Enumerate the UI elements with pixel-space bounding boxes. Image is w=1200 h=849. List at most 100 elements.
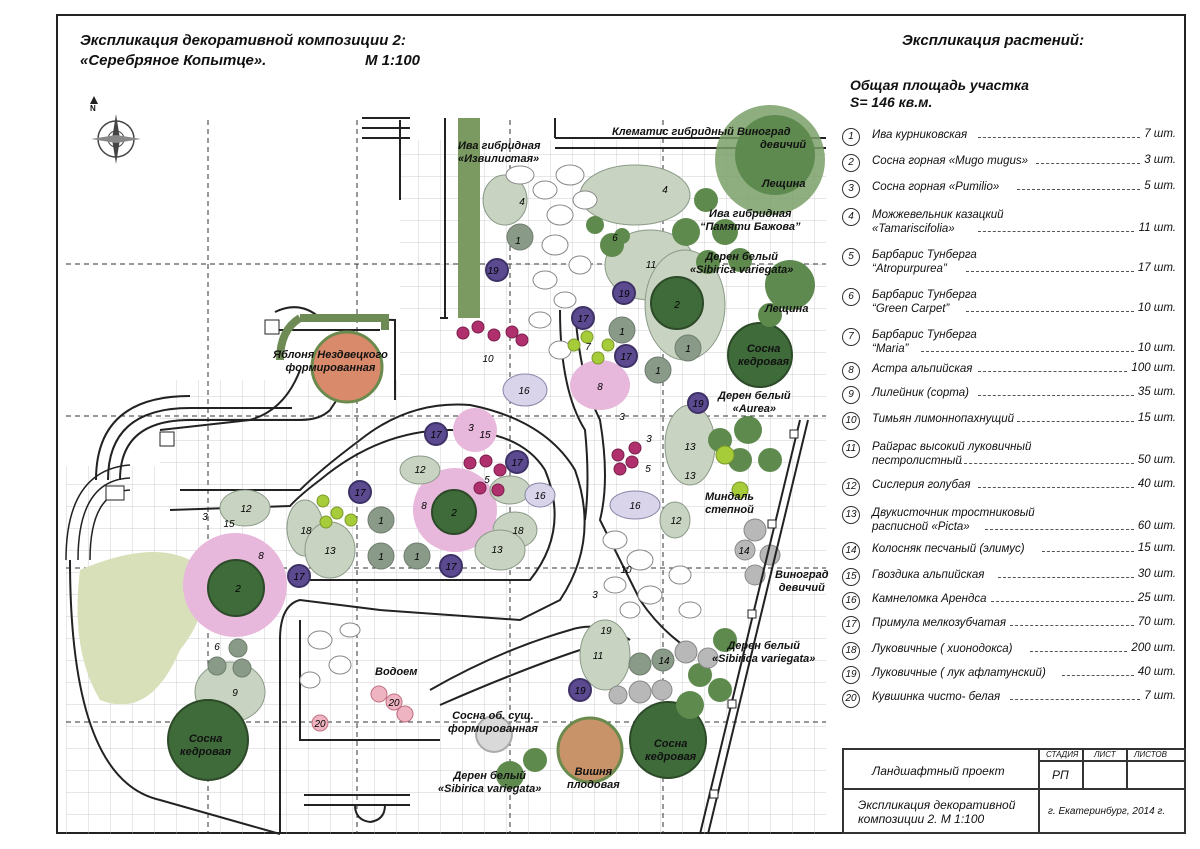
svg-text:1: 1 [378, 552, 384, 563]
legend-item: 3 Сосна горная «Pumilio» 5 шт. [842, 180, 1180, 198]
svg-text:2: 2 [450, 508, 457, 519]
legend-number: 9 [842, 386, 860, 404]
svg-text:6: 6 [612, 233, 618, 244]
legend-count: 7 шт. [1144, 690, 1176, 702]
svg-text:17: 17 [620, 352, 632, 363]
label-pine-cedar-right: Сосна кедровая [738, 343, 790, 368]
legend-plant-name: Барбарис Тунберга “Maria” [872, 329, 977, 355]
svg-text:12: 12 [240, 504, 252, 515]
legend-plant-name: Барбарис Тунберга “Atropurpurea” [872, 249, 977, 275]
legend-number: 19 [842, 666, 860, 684]
label-dogwood-aurea: Дерен белый «Aurea» [718, 390, 791, 415]
svg-text:1: 1 [515, 236, 521, 247]
legend-leader-line [1061, 675, 1134, 676]
legend-leader-line [978, 395, 1134, 396]
legend-leader-line [1016, 421, 1134, 422]
plants-title: Экспликация растений: [902, 32, 1085, 49]
legend-leader-line [1016, 189, 1140, 190]
area-line1: Общая площадь участка [850, 77, 1029, 93]
legend-plant-name: Можжевельник казацкий «Tamariscifolia» [872, 209, 1004, 235]
label-apple: Яблоня Нездвецкого формированная [273, 349, 388, 374]
svg-text:12: 12 [414, 465, 426, 476]
legend-leader-line [978, 231, 1134, 232]
legend-plant-name: Луковичные ( лук афлатунский) [872, 667, 1046, 679]
svg-text:17: 17 [354, 488, 366, 499]
svg-text:13: 13 [491, 545, 503, 556]
legend-count: 35 шт. [1137, 386, 1176, 398]
svg-text:17: 17 [445, 562, 457, 573]
legend-item: 9 Лилейник (сорта) 35 шт. [842, 386, 1180, 404]
label-hazel-mid: Лещина [765, 303, 809, 315]
svg-text:5: 5 [645, 464, 651, 475]
legend-count: 15 шт. [1137, 542, 1176, 554]
legend-leader-line [978, 371, 1128, 372]
svg-text:3: 3 [202, 512, 208, 523]
legend-plant-name: Сосна горная «Mugo mugus» [872, 155, 1029, 167]
label-pine-cedar-bottom: Сосна кедровая [645, 738, 697, 763]
legend-count: 40 шт. [1137, 478, 1176, 490]
legend-leader-line [978, 487, 1134, 488]
svg-text:4: 4 [662, 185, 668, 196]
area-line2: S= 146 кв.м. [850, 94, 933, 110]
compass-rose-icon: N [86, 94, 146, 174]
legend-count: 5 шт. [1144, 180, 1176, 192]
svg-text:3: 3 [619, 412, 625, 423]
svg-text:19: 19 [692, 399, 704, 410]
legend-leader-line [1010, 699, 1140, 700]
legend-plant-name: Сосна горная «Pumilio» [872, 181, 1000, 193]
legend-plant-name: Лилейник (сорта) [872, 387, 969, 399]
svg-text:3: 3 [646, 434, 652, 445]
legend-number: 3 [842, 180, 860, 198]
legend-plant-name: Колосняк песчаный (элимус) [872, 543, 1025, 555]
svg-text:5: 5 [484, 475, 490, 486]
svg-text:8: 8 [421, 501, 427, 512]
legend-plant-name: Сислерия голубая [872, 479, 971, 491]
svg-text:3: 3 [592, 590, 598, 601]
legend-plant-name: Примула мелкозубчатая [872, 617, 1007, 629]
svg-text:13: 13 [684, 471, 696, 482]
label-vine-top: девичий [760, 139, 807, 151]
stamp-sheet-header: ЛИСТ [1094, 750, 1116, 759]
svg-text:1: 1 [619, 327, 625, 338]
svg-text:1: 1 [414, 552, 420, 563]
svg-text:10: 10 [620, 565, 632, 576]
label-clematis: Клематис гибридный Виноград [612, 126, 791, 138]
legend-count: 40 шт. [1137, 666, 1176, 678]
legend-count: 100 шт. [1131, 362, 1176, 374]
legend-plant-name: Камнеломка Арендса [872, 593, 987, 605]
svg-text:3: 3 [468, 423, 474, 434]
svg-text:6: 6 [214, 642, 220, 653]
svg-text:14: 14 [658, 656, 670, 667]
legend-count: 200 шт. [1131, 642, 1176, 654]
svg-text:12: 12 [670, 516, 682, 527]
legend-number: 13 [842, 506, 860, 524]
legend-leader-line [991, 601, 1134, 602]
legend-leader-line [997, 577, 1134, 578]
label-dogwood-top: Дерен белый «Sibirica variegata» [690, 251, 794, 276]
label-almond: Миндаль степной [705, 491, 754, 516]
legend-plant-name: Тимьян лимоннопахнущий [872, 413, 1014, 425]
legend-item: 19 Луковичные ( лук афлатунский) 40 шт. [842, 666, 1180, 684]
label-willow-hybrid: Ива гибридная «Извилистая» [458, 140, 541, 165]
svg-text:17: 17 [577, 314, 589, 325]
label-willow-bazhov: Ива гибридная “Памяти Бажова” [700, 208, 801, 233]
svg-text:13: 13 [684, 442, 696, 453]
compass-north-label: N [90, 104, 96, 113]
legend-leader-line [978, 137, 1140, 138]
legend-plant-name: Луковичные ( хионодокса) [872, 643, 1013, 655]
stamp-project: Ландшафтный проект [872, 764, 1005, 778]
legend-leader-line [984, 529, 1134, 530]
legend-count: 3 шт. [1144, 154, 1176, 166]
svg-text:14: 14 [738, 546, 750, 557]
legend-number: 11 [842, 440, 860, 458]
legend-plant-name: Барбарис Тунберга “Green Carpet” [872, 289, 977, 315]
plan-scale: М 1:100 [365, 52, 421, 69]
svg-text:15: 15 [223, 519, 235, 530]
